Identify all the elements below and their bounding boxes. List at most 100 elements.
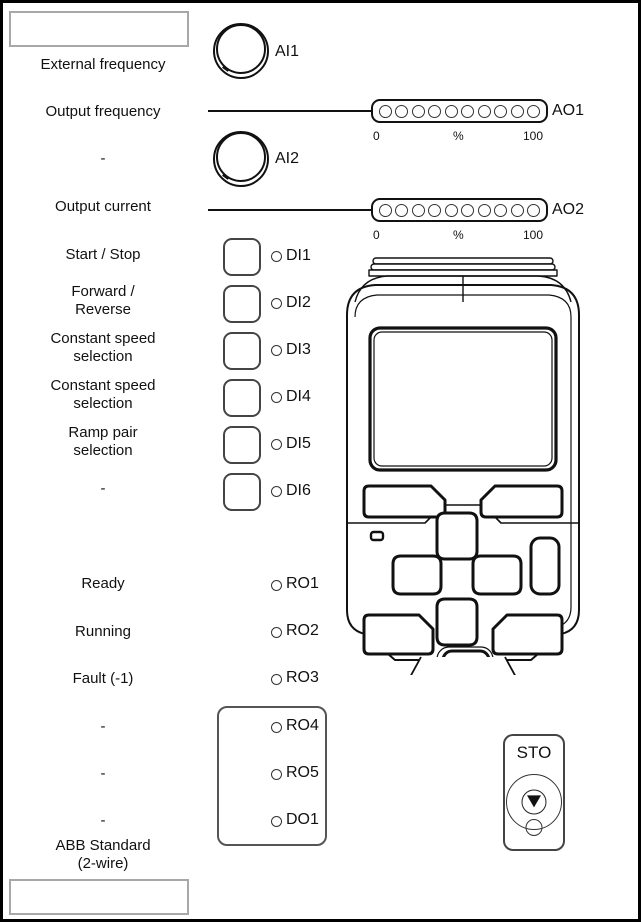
ao2-bargraph (371, 198, 548, 222)
ao1-scale-max: 100 (523, 129, 544, 143)
ao2-function-label: Output current (55, 198, 151, 215)
soft-key-right (479, 484, 564, 519)
sto-inner-ring (521, 789, 547, 815)
help-key (362, 613, 435, 656)
di3-port-label: DI3 (286, 341, 311, 358)
macro-label: ABB Standard (2-wire) (55, 837, 151, 872)
di5-function-label: Ramp pair selection (68, 424, 138, 459)
do1-led (271, 816, 282, 827)
soft-key-left (362, 484, 447, 519)
side-key (529, 536, 561, 596)
nav-up-key (435, 511, 479, 561)
ao1-port-label: AO1 (552, 102, 585, 119)
ro2-led (271, 627, 282, 638)
di1-switch[interactable] (223, 238, 261, 276)
ao2-scale-unit: % (453, 228, 464, 242)
di4-led (271, 392, 282, 403)
di3-function-label: Constant speed selection (50, 330, 156, 365)
ro5-port-label: RO5 (286, 764, 319, 781)
bottom-selector[interactable] (9, 879, 189, 915)
keypad-display (368, 326, 558, 472)
ao1-segment (510, 104, 524, 118)
ao1-segment (526, 104, 540, 118)
ro3-function-label: Fault (-1) (72, 670, 134, 687)
ro4-port-label: RO4 (286, 717, 319, 734)
keypad-split-curve (395, 504, 533, 524)
ao1-segment (411, 104, 425, 118)
nav-down-key (435, 597, 479, 647)
ao2-connector-line (208, 209, 373, 211)
ao2-scale-min: 0 (373, 228, 380, 242)
ao2-segment (411, 203, 425, 217)
ro4-function-label: - (100, 718, 106, 735)
ao1-bargraph (371, 99, 548, 123)
ao1-segment (395, 104, 409, 118)
keypad-stand (410, 656, 516, 675)
di5-switch[interactable] (223, 426, 261, 464)
di1-port-label: DI1 (286, 247, 311, 264)
ao1-segment (494, 104, 508, 118)
sto-status-led (525, 819, 543, 836)
ro2-function-label: Running (75, 623, 131, 640)
di3-switch[interactable] (223, 332, 261, 370)
ao2-scale-max: 100 (523, 228, 544, 242)
do1-function-label: - (100, 812, 106, 829)
ro3-port-label: RO3 (286, 669, 319, 686)
di4-function-label: Constant speed selection (50, 377, 156, 412)
ao1-segment (461, 104, 475, 118)
ro1-port-label: RO1 (286, 575, 319, 592)
di2-function-label: Forward / Reverse (71, 283, 135, 318)
ai2-potentiometer[interactable] (213, 131, 269, 187)
ao2-segment (510, 203, 524, 217)
ro5-led (271, 769, 282, 780)
ao2-segment (379, 203, 392, 217)
ao1-segment (379, 104, 392, 118)
control-panel[interactable] (333, 255, 593, 675)
ao2-segment (444, 203, 458, 217)
di1-function-label: Start / Stop (65, 246, 141, 263)
di5-led (271, 439, 282, 450)
sto-module[interactable]: STO (503, 734, 565, 851)
ro1-function-label: Ready (81, 575, 125, 592)
do1-port-label: DO1 (286, 811, 319, 828)
ao2-segment (395, 203, 409, 217)
di5-port-label: DI5 (286, 435, 311, 452)
keypad-top-cap (368, 257, 558, 277)
ai1-potentiometer[interactable] (213, 23, 269, 79)
top-selector[interactable] (9, 11, 189, 47)
di4-port-label: DI4 (286, 388, 311, 405)
nav-right-key (471, 554, 523, 596)
ai2-port-label: AI2 (275, 150, 300, 167)
sto-label: STO (516, 743, 552, 762)
ro2-port-label: RO2 (286, 622, 319, 639)
di2-switch[interactable] (223, 285, 261, 323)
ai2-knob-inner-ring (216, 132, 266, 182)
ao1-scale-min: 0 (373, 129, 380, 143)
ro3-led (271, 674, 282, 685)
ao1-connector-line (208, 110, 373, 112)
ao2-segment (461, 203, 475, 217)
ao1-function-label: Output frequency (45, 103, 161, 120)
di2-port-label: DI2 (286, 294, 311, 311)
di6-switch[interactable] (223, 473, 261, 511)
nav-left-key (391, 554, 443, 596)
di6-port-label: DI6 (286, 482, 311, 499)
sto-triangle-icon (527, 795, 541, 808)
ao2-port-label: AO2 (552, 201, 585, 218)
di2-led (271, 298, 282, 309)
ao2-segment (526, 203, 540, 217)
di6-led (271, 486, 282, 497)
di3-led (271, 345, 282, 356)
ai1-port-label: AI1 (275, 43, 300, 60)
ao1-segment (444, 104, 458, 118)
ao2-segment (477, 203, 491, 217)
status-indicator-icon (369, 530, 385, 542)
ao1-segment (428, 104, 442, 118)
menu-key (491, 613, 564, 656)
ro4-led (271, 722, 282, 733)
ro1-led (271, 580, 282, 591)
di4-switch[interactable] (223, 379, 261, 417)
keypad-inner-edge (354, 294, 572, 628)
ao1-segment (477, 104, 491, 118)
